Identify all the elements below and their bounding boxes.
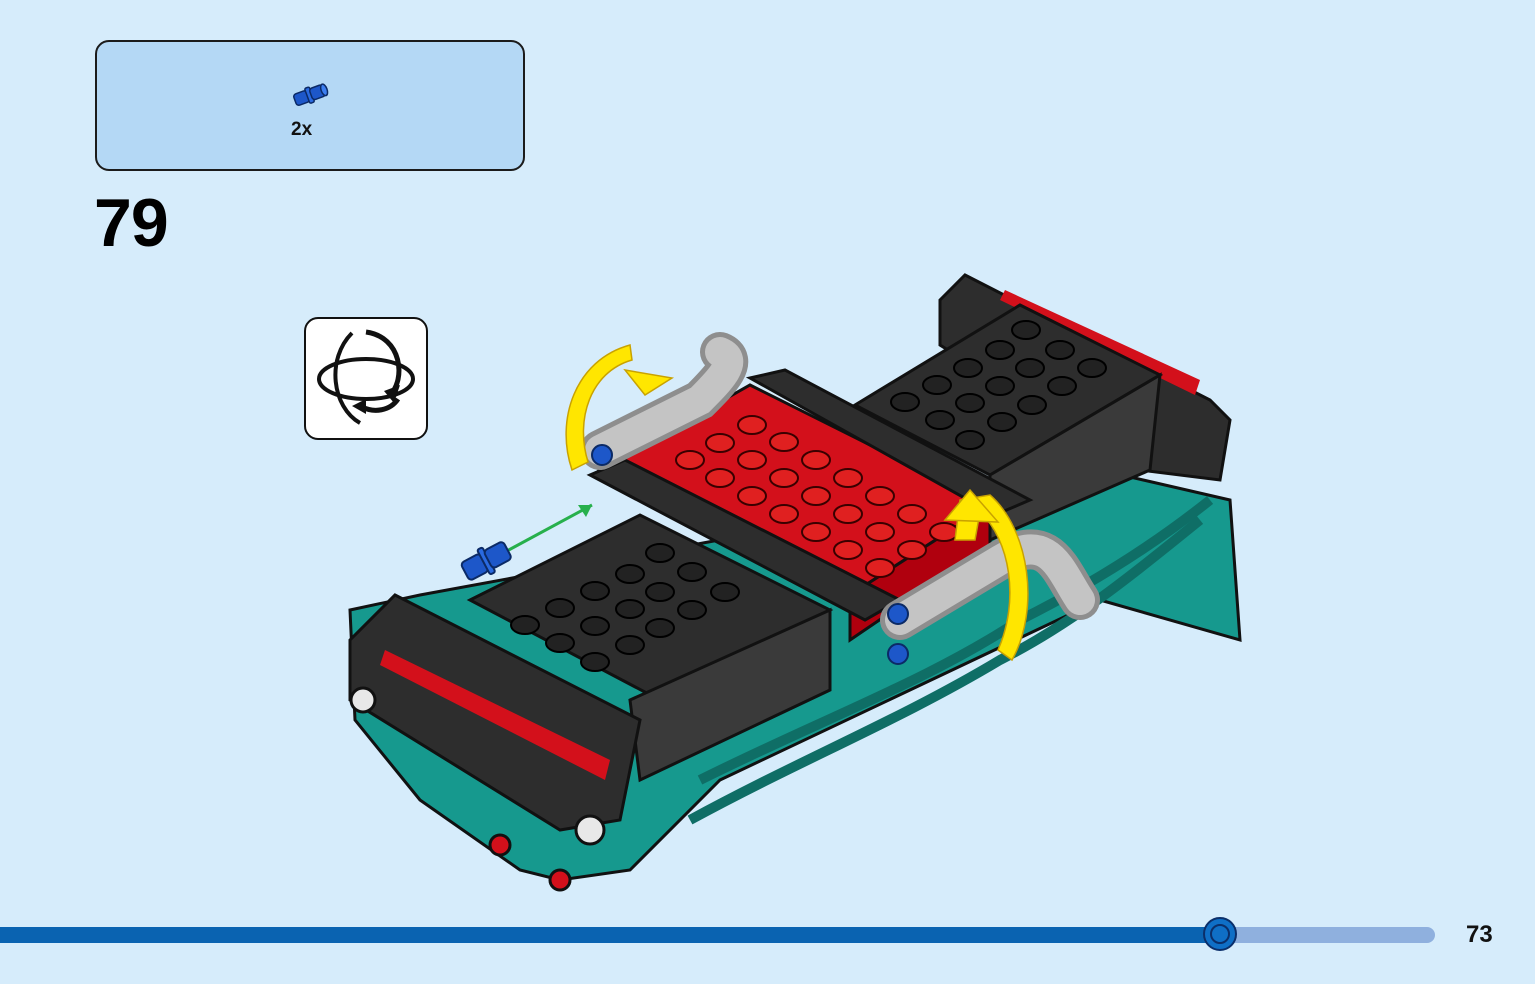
page-number: 73 bbox=[1466, 921, 1493, 948]
blue-axle-pin-icon bbox=[293, 83, 329, 107]
step-number: 79 bbox=[94, 185, 169, 261]
part-quantity: 2x bbox=[291, 119, 313, 140]
progress-bar bbox=[0, 917, 1435, 951]
progress-knob-icon bbox=[1202, 917, 1237, 951]
rotate-model-icon bbox=[317, 329, 415, 425]
progress-fill bbox=[0, 927, 1220, 943]
parts-callout: 2x bbox=[95, 40, 525, 171]
rotate-hint-box bbox=[304, 317, 428, 440]
